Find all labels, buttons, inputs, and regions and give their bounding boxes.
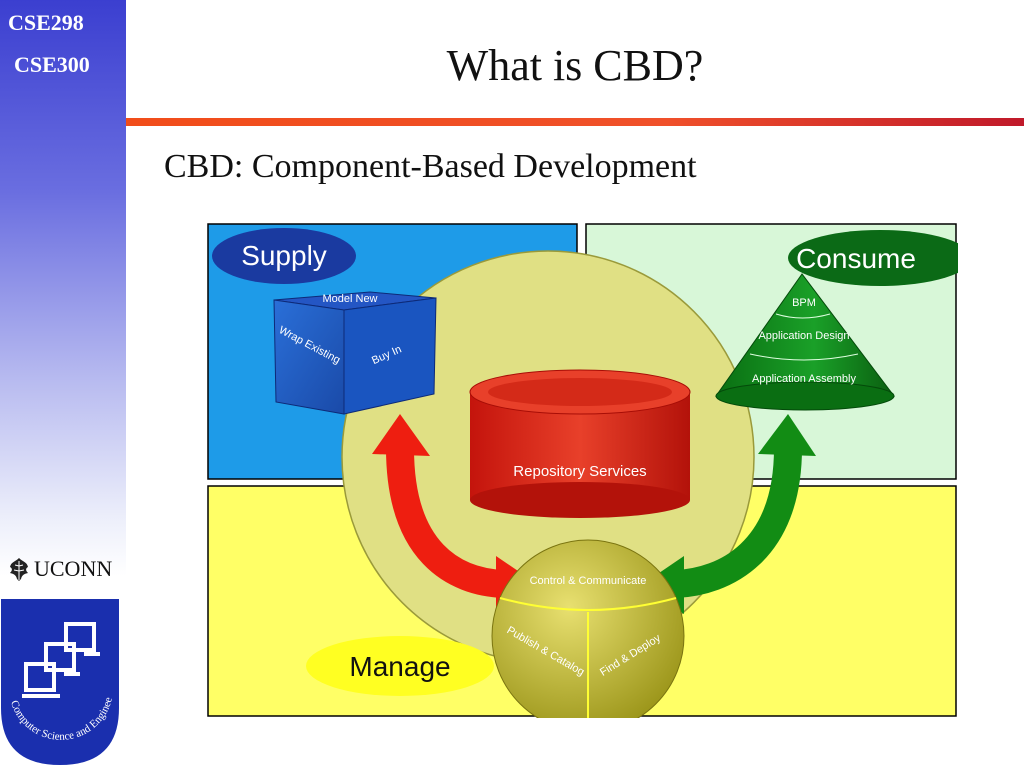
uconn-logo: UCONN [6,556,112,582]
manage-label: Manage [349,651,450,682]
consume-badge [788,230,958,286]
repository-cylinder: Repository Services [469,369,691,518]
uconn-label: UCONN [34,556,113,581]
supply-badge [212,228,356,284]
title-divider [126,118,1024,126]
oak-leaf-icon [10,558,28,581]
course-code-2: CSE300 [14,52,90,77]
cone-level-1: BPM [792,297,816,309]
cse-seal-logo: Computer Science and Engineering [0,598,120,768]
supply-label: Supply [241,240,327,271]
sidebar: CSE298 CSE300 UCONN Computer Science and… [0,0,126,768]
manage-badge [306,636,494,696]
supply-cube: Model New Wrap Existing Buy In [273,291,437,415]
cone-levels: BPM Application Design Application Assem… [752,297,856,385]
page-title: What is CBD? [446,41,704,90]
cube-top-label: Model New [322,293,377,305]
consume-cone [715,273,896,411]
consume-label: Consume [796,243,916,274]
cone-level-3-text: Application Assembly [752,373,856,385]
cone-level-2-text: Application Design [758,330,849,342]
cone-level-2: Application Design [758,330,849,342]
cbd-diagram: Supply Consume Manage Model New Wrap Exi… [207,223,958,718]
manage-sphere: Control & Communicate Publish & Catalog … [491,539,685,718]
sphere-top-label: Control & Communicate [530,575,647,587]
repository-label: Repository Services [513,463,646,480]
page-subtitle: CBD: Component-Based Development [164,148,697,185]
cone-level-3: Application Assembly [752,373,856,385]
course-code-1: CSE298 [8,10,84,35]
